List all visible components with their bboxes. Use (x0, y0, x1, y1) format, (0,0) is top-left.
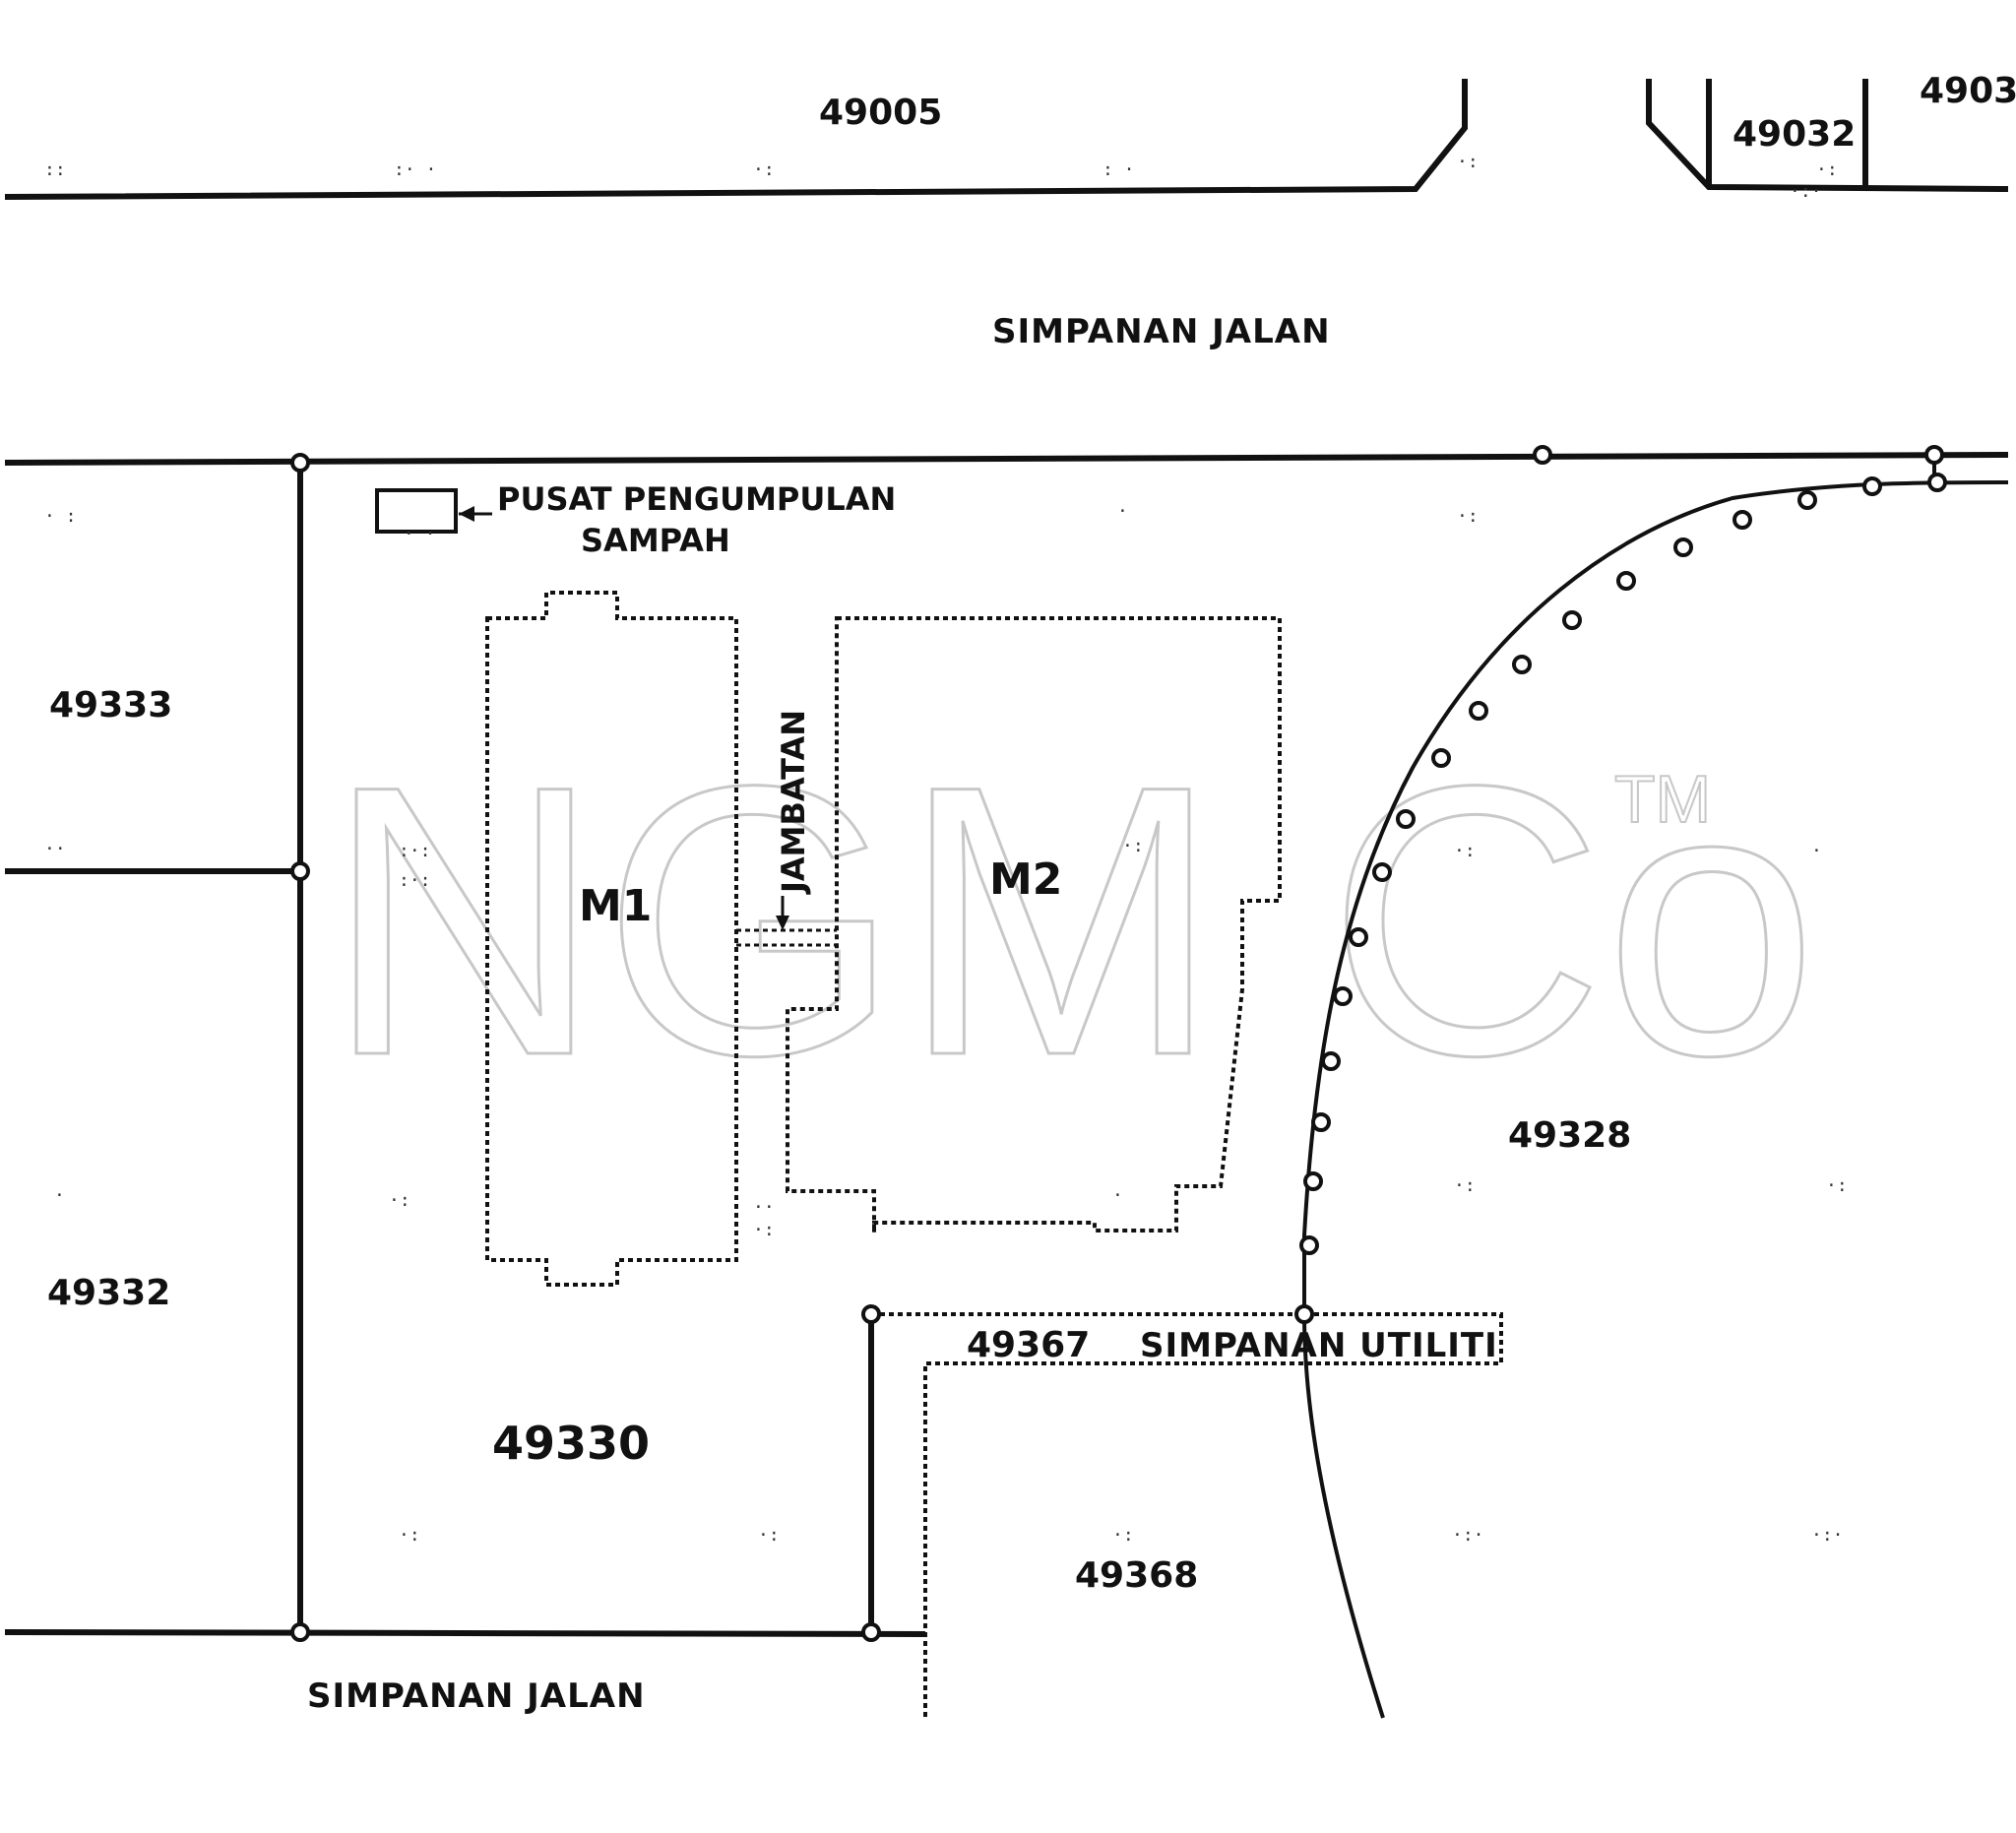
svg-text:· :: · : (44, 506, 77, 527)
lot-label-49032: 49032 (1732, 114, 1856, 155)
svg-text:· ·: · · (404, 524, 436, 544)
waste-point-label-line2: SAMPAH (581, 522, 730, 559)
svg-text:·:: ·: (753, 1220, 775, 1240)
svg-text::·:: :·: (399, 841, 431, 861)
svg-text:··: ·· (44, 839, 66, 859)
waste-point-label-line1: PUSAT PENGUMPULAN (497, 480, 896, 518)
lot-label-4903x: 4903 (1920, 71, 2016, 111)
lot-label-49005: 49005 (819, 93, 942, 133)
watermark: NGM Co TM (324, 705, 1820, 1137)
svg-text:·: · (54, 1185, 65, 1206)
lot-49005-boundary (4, 79, 1468, 200)
svg-text:·:: ·: (1454, 1175, 1476, 1196)
svg-text:::: :: (44, 159, 66, 180)
waste-collection-point: PUSAT PENGUMPULAN SAMPAH (375, 480, 896, 559)
svg-text:·:: ·: (753, 159, 775, 180)
road-edge-north (4, 452, 2009, 466)
svg-text::· ·: :· · (394, 159, 436, 180)
watermark-tm-mark: TM (1614, 762, 1711, 837)
svg-text:·: · (1811, 841, 1822, 861)
utility-reserve-label: SIMPANAN UTILITI (1140, 1326, 1498, 1365)
svg-text:·:: ·: (389, 1190, 410, 1211)
survey-marks: :: :· · ·: : · ·: ·: ·:· · : ·· :·: :·: … (44, 152, 1848, 1546)
svg-text:·:·: ·:· (1790, 181, 1822, 202)
svg-text:·:·: ·:· (1452, 1525, 1484, 1546)
lot-labels: 49005 49032 4903 49333 49332 49330 49328… (47, 71, 2016, 1596)
svg-text:·:: ·: (1122, 836, 1144, 856)
watermark-text: NGM Co (325, 706, 1818, 1135)
building-m2: M2 (786, 616, 1282, 1233)
utility-reserve-boundary (868, 1312, 1503, 1718)
lot-label-49368: 49368 (1075, 1555, 1198, 1596)
road-edge-south (4, 1629, 926, 1637)
svg-text:·:: ·: (1112, 1525, 1134, 1546)
road-labels: SIMPANAN JALAN SIMPANAN JALAN SIMPANAN U… (307, 312, 1498, 1716)
svg-text:·:: ·: (1454, 841, 1476, 861)
svg-text:·:: ·: (1816, 159, 1838, 180)
building-m1: M1 (485, 591, 738, 1287)
svg-text:·:: ·: (1457, 152, 1479, 172)
svg-text:·:: ·: (1457, 506, 1479, 527)
road-label-north: SIMPANAN JALAN (992, 312, 1331, 351)
lot-label-49333: 49333 (49, 685, 172, 726)
bridge: JAMBATAN (736, 710, 837, 947)
bridge-label: JAMBATAN (775, 710, 812, 895)
lot-49032-boundary (1646, 79, 2009, 192)
svg-text:·:·: ·:· (1811, 1525, 1844, 1546)
svg-text:·: · (1117, 501, 1128, 522)
lot-divisions-west (5, 463, 303, 1632)
svg-text:·:: ·: (758, 1525, 780, 1546)
boundary-nodes (290, 445, 1947, 1642)
road-label-south: SIMPANAN JALAN (307, 1676, 646, 1716)
lot-label-49328: 49328 (1508, 1115, 1631, 1156)
svg-text:··: ·· (753, 1197, 775, 1218)
svg-text:·:: ·: (399, 1525, 420, 1546)
building-label-m1: M1 (579, 881, 652, 931)
lot-label-49332: 49332 (47, 1273, 170, 1313)
svg-text:: ·: : · (1102, 159, 1135, 180)
svg-text:·:: ·: (1826, 1175, 1848, 1196)
lot-label-49367: 49367 (967, 1325, 1090, 1365)
svg-text::·:: :·: (399, 870, 431, 891)
building-label-m2: M2 (989, 854, 1062, 905)
svg-text:·: · (1112, 1185, 1123, 1206)
lot-label-49330: 49330 (492, 1417, 650, 1470)
